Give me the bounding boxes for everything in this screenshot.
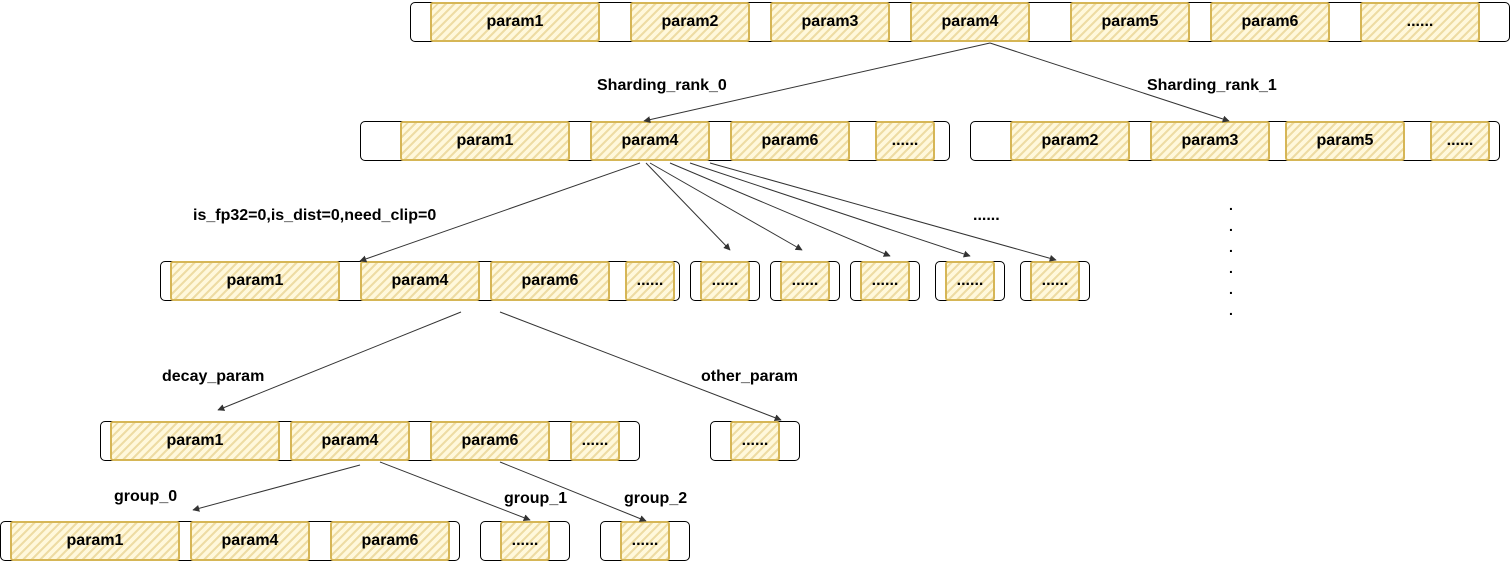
category-box-ellipsis: ...... (700, 261, 750, 301)
root-param-param2: param2 (630, 2, 750, 42)
rank1-param-param3: param3 (1150, 121, 1270, 161)
decay-param-ellipsis: ...... (570, 421, 620, 461)
edge-decay-to-group1 (379, 461, 531, 521)
root-param-param4: param4 (910, 2, 1030, 42)
edge-root-to-rank1 (989, 42, 1230, 123)
rank1-param-param5: param5 (1285, 121, 1405, 161)
category-box-ellipsis: ...... (1030, 261, 1080, 301)
root-param-param3: param3 (770, 2, 890, 42)
edge-filtered-to-other (499, 311, 782, 422)
more-categories-label: ...... (973, 207, 1000, 224)
filter-condition-label: is_fp32=0,is_dist=0,need_clip=0 (193, 207, 437, 224)
other-param-label: other_param (701, 368, 798, 385)
group-0-label: group_0 (114, 488, 178, 505)
rank1-param-ellipsis: ...... (1430, 121, 1490, 161)
edge-filtered-to-decay (217, 311, 462, 411)
sharding-rank-1-label: Sharding_rank_1 (1147, 77, 1277, 94)
category-box-ellipsis: ...... (945, 261, 995, 301)
filtered-param-param4: param4 (360, 261, 480, 301)
group-0-param-param1: param1 (10, 521, 180, 561)
edge-rank0-to-category-4 (689, 162, 971, 258)
group-2-label: group_2 (624, 490, 688, 507)
edge-root-to-rank0 (643, 42, 991, 124)
decay-param-param4: param4 (290, 421, 410, 461)
category-box-ellipsis: ...... (780, 261, 830, 301)
root-param-param5: param5 (1070, 2, 1190, 42)
edge-rank0-to-filtered (359, 162, 641, 263)
filtered-param-param1: param1 (170, 261, 340, 301)
edge-rank0-to-category-1 (645, 162, 731, 251)
edge-rank0-to-category-2 (649, 162, 803, 251)
rank1-continuation-dots: . . . . . . (1229, 197, 1233, 318)
filtered-param-param6: param6 (490, 261, 610, 301)
filtered-param-ellipsis: ...... (625, 261, 675, 301)
group-2-param-ellipsis: ...... (620, 521, 670, 561)
edge-decay-to-group0 (192, 464, 361, 512)
group-1-label: group_1 (504, 490, 568, 507)
group-0-param-param4: param4 (190, 521, 310, 561)
decay-param-param6: param6 (430, 421, 550, 461)
root-param-param1: param1 (430, 2, 600, 42)
rank0-param-param6: param6 (730, 121, 850, 161)
edge-rank0-to-category-3 (669, 162, 891, 257)
rank0-param-param4: param4 (590, 121, 710, 161)
group-0-param-param6: param6 (330, 521, 450, 561)
root-param-param6: param6 (1210, 2, 1330, 42)
rank0-param-ellipsis: ...... (875, 121, 935, 161)
rank0-param-param1: param1 (400, 121, 570, 161)
group-1-param-ellipsis: ...... (500, 521, 550, 561)
edge-rank0-to-category-5 (709, 162, 1057, 262)
edge-decay-to-group2 (499, 461, 647, 522)
other-param-ellipsis: ...... (730, 421, 780, 461)
rank1-param-param2: param2 (1010, 121, 1130, 161)
category-box-ellipsis: ...... (860, 261, 910, 301)
root-param-ellipsis: ...... (1360, 2, 1480, 42)
sharding-rank-0-label: Sharding_rank_0 (597, 77, 727, 94)
decay-param-param1: param1 (110, 421, 280, 461)
decay-param-label: decay_param (162, 368, 265, 385)
